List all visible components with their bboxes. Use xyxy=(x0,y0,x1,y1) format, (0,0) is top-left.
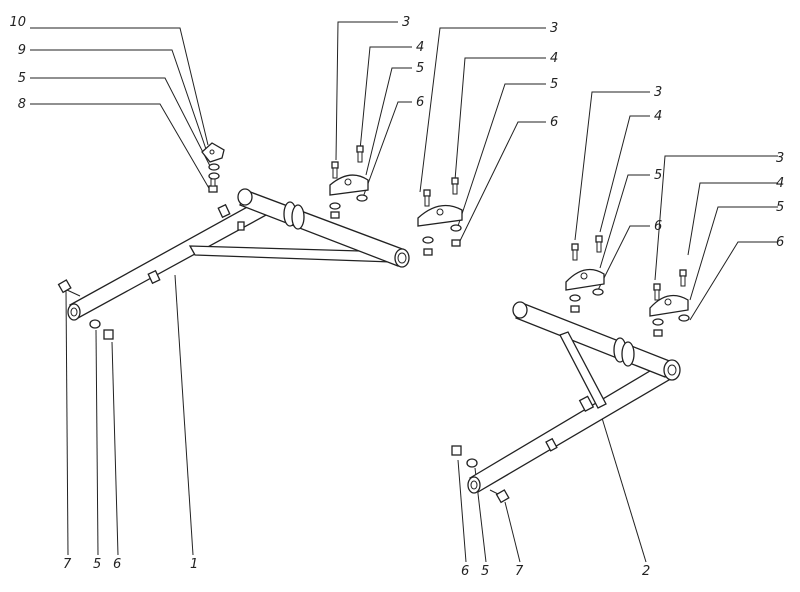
callout-4: 4 xyxy=(654,109,662,124)
bolt-8 xyxy=(208,178,218,193)
clamp-group-d xyxy=(649,269,690,337)
clamp-group-b xyxy=(417,177,463,256)
lock-washer-9 xyxy=(208,163,220,171)
clamp-group-c xyxy=(565,235,605,313)
callout-4: 4 xyxy=(776,176,784,191)
callout-8: 8 xyxy=(18,97,26,112)
callout-5: 5 xyxy=(654,168,662,183)
callout-5: 5 xyxy=(416,61,424,76)
leader-lines xyxy=(30,21,778,563)
callout-4: 4 xyxy=(550,51,558,66)
callout-7: 7 xyxy=(63,557,72,572)
callout-6: 6 xyxy=(461,564,469,579)
nut-6-bottom-left xyxy=(103,329,114,340)
callout-7: 7 xyxy=(515,564,524,579)
callout-6: 6 xyxy=(416,95,424,110)
callout-1: 1 xyxy=(190,557,198,572)
callout-9: 9 xyxy=(18,43,26,58)
callout-3: 3 xyxy=(550,21,558,36)
callout-5: 5 xyxy=(481,564,489,579)
bracket-10 xyxy=(201,142,225,163)
callout-5: 5 xyxy=(18,71,26,86)
nut-6-bottom-right xyxy=(451,445,462,456)
part-2-cross-member xyxy=(467,301,681,494)
washer-5-bottom-left xyxy=(89,319,101,329)
callout-10: 10 xyxy=(9,15,26,30)
callout-5: 5 xyxy=(776,200,784,215)
callout-6: 6 xyxy=(550,115,558,130)
callout-2: 2 xyxy=(642,564,650,579)
callout-6: 6 xyxy=(776,235,784,250)
clamp-group-a xyxy=(329,145,369,219)
washer-5-left xyxy=(208,172,220,180)
callout-5: 5 xyxy=(550,77,558,92)
bolt-7-right xyxy=(489,489,510,504)
washer-5-bottom-right xyxy=(466,458,478,468)
callout-labels: 10 9 5 8 3 4 5 6 3 4 5 6 3 4 5 6 3 4 5 6… xyxy=(9,15,784,579)
callout-3: 3 xyxy=(776,151,784,166)
callout-4: 4 xyxy=(416,40,424,55)
callout-6: 6 xyxy=(654,219,662,234)
callout-5: 5 xyxy=(93,557,101,572)
callout-6: 6 xyxy=(113,557,121,572)
part-1-cross-member xyxy=(67,188,410,321)
callout-3: 3 xyxy=(402,15,410,30)
bolt-7-left xyxy=(57,279,81,297)
callout-3: 3 xyxy=(654,85,662,100)
